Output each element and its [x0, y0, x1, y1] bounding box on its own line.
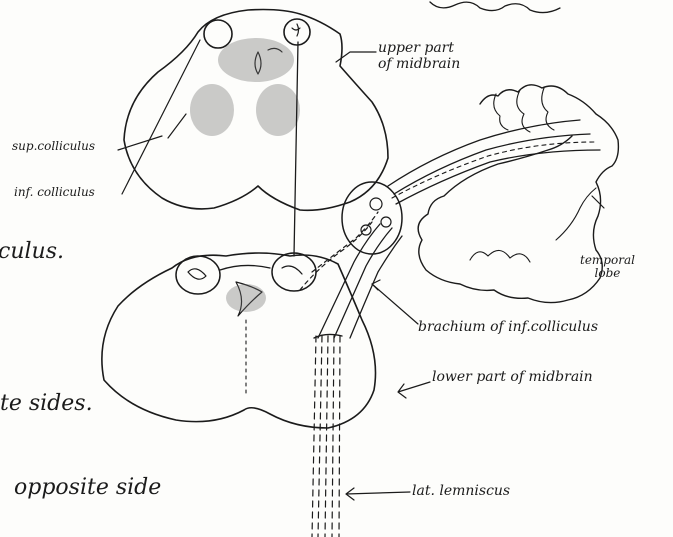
- fragment-opposite-side: opposite side: [14, 476, 161, 499]
- fragment-culus: culus.: [0, 240, 64, 263]
- lateral-lemniscus: [312, 334, 342, 537]
- label-inf-colliculus: inf. colliculus: [14, 186, 95, 199]
- label-upper-part-of-midbrain: upper part of midbrain: [378, 40, 460, 72]
- label-sup-colliculus: sup.colliculus: [12, 140, 95, 153]
- label-lat-lemniscus: lat. lemniscus: [412, 484, 510, 499]
- label-temporal-lobe: temporal lobe: [580, 254, 635, 279]
- upper-midbrain-section: [124, 10, 388, 257]
- label-lower-part-of-midbrain: lower part of midbrain: [432, 370, 593, 385]
- medial-geniculate-body: [342, 182, 402, 254]
- fragment-te-sides: te sides.: [0, 392, 93, 415]
- label-brachium-of-inf-colliculus: brachium of inf.colliculus: [418, 320, 598, 335]
